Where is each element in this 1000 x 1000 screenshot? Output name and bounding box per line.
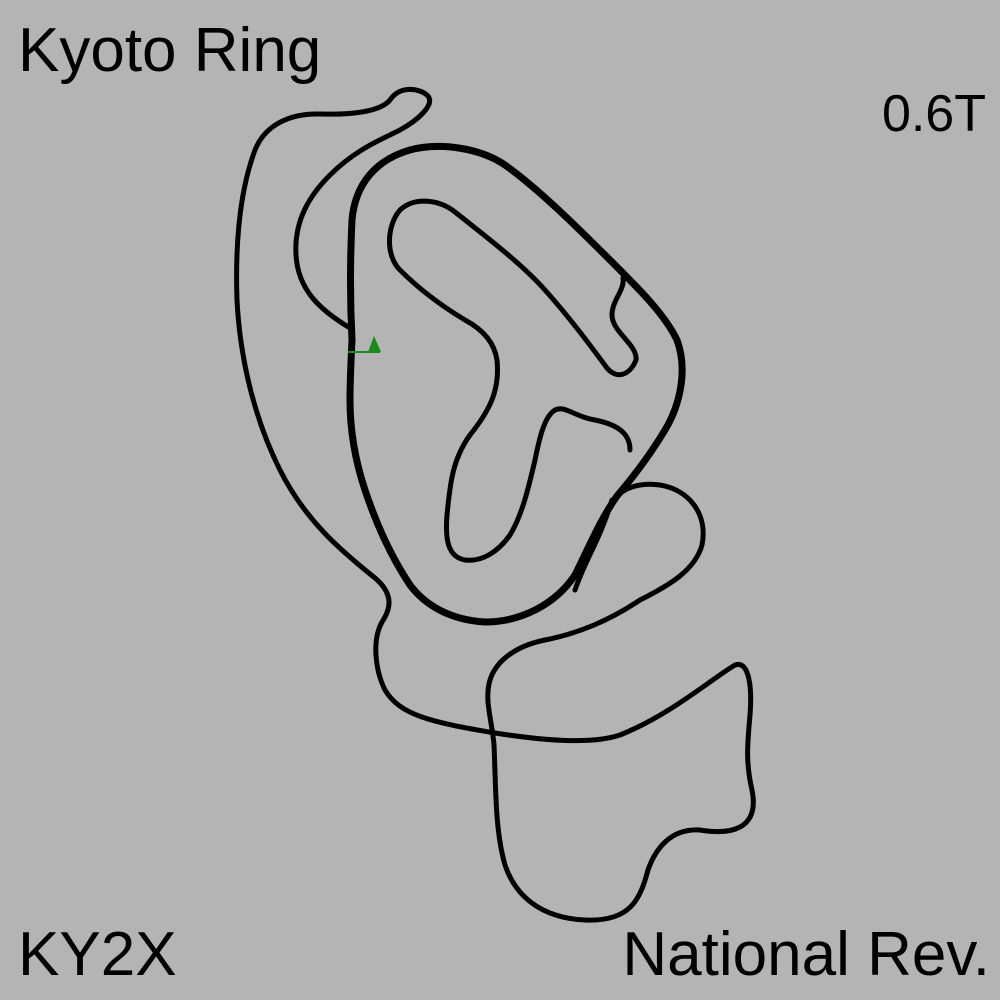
track-section-main	[346, 143, 686, 626]
active-layout-path	[346, 143, 686, 626]
start-finish-flag-icon	[348, 336, 381, 353]
track-code: KY2X	[18, 920, 177, 989]
track-name: Kyoto Ring	[18, 16, 322, 85]
track-outline	[234, 86, 756, 923]
layout-name: National Rev.	[622, 920, 990, 989]
track-section-west	[234, 86, 756, 923]
map-scale: 0.6T	[881, 85, 986, 143]
